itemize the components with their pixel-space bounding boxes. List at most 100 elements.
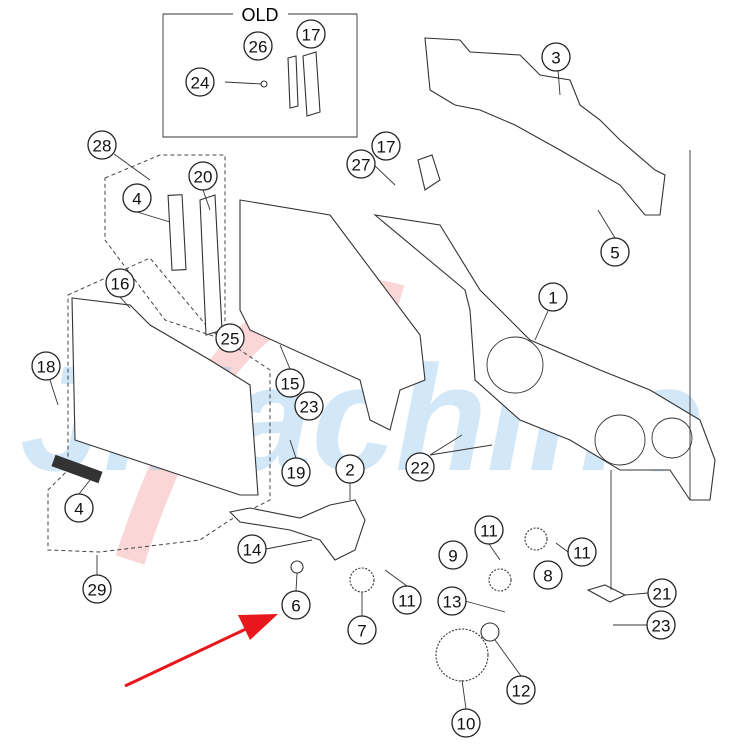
callout-part-5: 5 <box>600 237 630 267</box>
callout-number: 27 <box>352 156 371 175</box>
part-16-plate <box>71 297 259 496</box>
callout-circle <box>281 457 311 487</box>
callout-number: 16 <box>111 275 130 294</box>
part-1-frame <box>373 214 716 501</box>
callout-circle <box>31 351 61 381</box>
callout-circle <box>64 493 94 523</box>
callout-circle <box>294 391 324 421</box>
callout-circle <box>567 537 597 567</box>
callout-number: 15 <box>281 375 300 394</box>
callout-part-14: 14 <box>237 534 267 564</box>
callout-number: 28 <box>93 137 112 156</box>
callout-number: 2 <box>345 461 354 480</box>
callout-part-19: 19 <box>281 457 311 487</box>
callout-number: 11 <box>480 522 498 541</box>
callout-circle <box>105 268 135 298</box>
callout-circle <box>335 454 365 484</box>
callout-circle <box>405 452 435 482</box>
callout-circle <box>185 67 215 97</box>
callout-part-22: 22 <box>405 452 435 482</box>
callout-number: 22 <box>411 459 430 478</box>
callout-circle <box>281 590 311 620</box>
callout-number: 26 <box>249 38 268 57</box>
callout-number: 11 <box>573 544 591 563</box>
callout-part-29: 29 <box>82 574 112 604</box>
part-3-cover <box>424 37 666 216</box>
callout-number: 10 <box>457 715 476 734</box>
callout-circle <box>296 19 326 49</box>
callout-number: 25 <box>221 330 240 349</box>
callout-part-9: 9 <box>438 540 468 570</box>
callout-part-12: 12 <box>506 675 536 705</box>
part-15-arm <box>239 199 426 431</box>
callout-part-23: 23 <box>646 610 676 640</box>
callout-part-17: 17 <box>296 19 326 49</box>
callout-part-28: 28 <box>87 130 117 160</box>
callout-circle <box>347 615 377 645</box>
callout-part-1: 1 <box>538 282 568 312</box>
callout-part-20: 20 <box>188 161 218 191</box>
callout-number: 8 <box>543 567 552 586</box>
callout-circle <box>506 675 536 705</box>
callout-number: 12 <box>512 682 531 701</box>
group-29-outline <box>47 257 271 553</box>
callout-number: 18 <box>37 358 56 377</box>
callout-circle <box>122 183 152 213</box>
callout-circle <box>392 585 422 615</box>
callout-part-7: 7 <box>347 615 377 645</box>
callout-circle <box>533 560 563 590</box>
callout-number: 9 <box>448 547 457 566</box>
old-label: OLD <box>241 5 278 25</box>
callout-part-10: 10 <box>451 708 481 738</box>
callout-part-24: 24 <box>185 67 215 97</box>
callout-number: 3 <box>551 49 560 68</box>
callout-part-4: 4 <box>122 183 152 213</box>
callout-part-21: 21 <box>647 578 677 608</box>
callout-part-15: 15 <box>275 368 305 398</box>
callout-circle <box>87 130 117 160</box>
callout-part-27: 27 <box>346 149 376 179</box>
callout-circle <box>371 131 401 161</box>
leader-lines <box>49 69 691 710</box>
callout-part-16: 16 <box>105 268 135 298</box>
callout-circle <box>237 534 267 564</box>
callout-circle <box>215 323 245 353</box>
callout-number: 17 <box>377 138 396 157</box>
callout-number: 23 <box>652 617 671 636</box>
callout-part-11: 11 <box>474 515 504 545</box>
callout-circle <box>474 515 504 545</box>
callout-number: 7 <box>357 622 366 641</box>
callout-circle <box>82 574 112 604</box>
callout-part-11: 11 <box>392 585 422 615</box>
callout-circle <box>438 540 468 570</box>
old-version-box: OLD <box>162 5 358 138</box>
callout-part-23: 23 <box>294 391 324 421</box>
callout-part-2: 2 <box>335 454 365 484</box>
red-arrow <box>124 614 278 688</box>
callout-part-17: 17 <box>371 131 401 161</box>
callout-part-25: 25 <box>215 323 245 353</box>
callout-part-8: 8 <box>533 560 563 590</box>
callout-number: 20 <box>194 168 213 187</box>
callout-circle <box>538 282 568 312</box>
callout-part-13: 13 <box>437 586 467 616</box>
callout-circle <box>451 708 481 738</box>
callout-circle <box>243 31 273 61</box>
callout-number: 13 <box>443 593 462 612</box>
callout-number: 19 <box>287 464 306 483</box>
callout-number: 11 <box>398 592 416 611</box>
callout-number: 14 <box>243 541 262 560</box>
callout-circle <box>188 161 218 191</box>
callout-number: 17 <box>302 26 321 45</box>
callout-number: 6 <box>291 597 300 616</box>
callout-number: 4 <box>74 500 83 519</box>
callout-number: 4 <box>132 190 141 209</box>
callout-circle <box>437 586 467 616</box>
callout-number: 1 <box>548 289 557 308</box>
callout-part-6: 6 <box>281 590 311 620</box>
callout-circle <box>600 237 630 267</box>
callout-circle <box>346 149 376 179</box>
callout-number: 29 <box>88 581 107 600</box>
